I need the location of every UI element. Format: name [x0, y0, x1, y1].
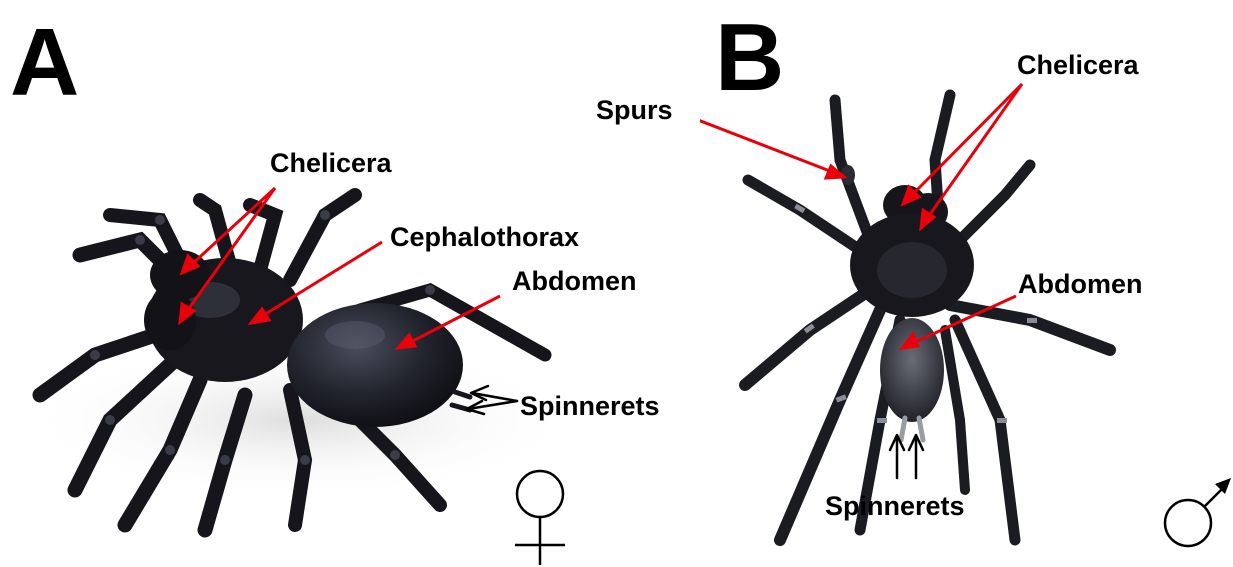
- label-abdomen-a: Abdomen: [512, 268, 637, 295]
- label-spurs: Spurs: [596, 97, 673, 124]
- panel-letter-a: A: [10, 15, 79, 111]
- label-spinnerets-a: Spinnerets: [520, 393, 660, 420]
- female-symbol-icon: [515, 471, 565, 565]
- panel-a: A Chelicera Cephalothorax Abdomen Spinne…: [0, 0, 700, 567]
- label-abdomen-b: Abdomen: [1018, 271, 1143, 298]
- label-chelicera-b: Chelicera: [1017, 52, 1139, 79]
- label-cephalothorax: Cephalothorax: [390, 224, 579, 251]
- label-chelicera-a: Chelicera: [270, 150, 392, 177]
- panel-b: B Spurs Chelicera Abdomen Spinnerets: [700, 0, 1233, 567]
- male-symbol-icon: [1165, 483, 1228, 546]
- label-spinnerets-b: Spinnerets: [825, 493, 965, 520]
- panel-letter-b: B: [715, 10, 784, 106]
